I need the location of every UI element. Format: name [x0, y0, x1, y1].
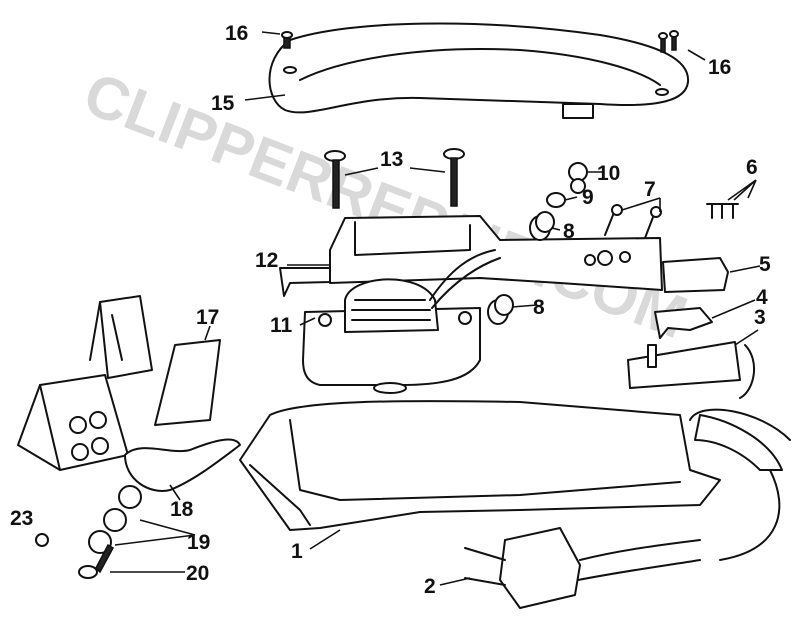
label-23: 23 — [10, 507, 33, 530]
part-13-long-screws — [324, 148, 465, 209]
label-11: 11 — [270, 314, 293, 337]
label-20: 20 — [186, 562, 209, 585]
label-5: 5 — [759, 253, 771, 276]
part-6-small-screws — [706, 203, 739, 219]
part-20-screw — [78, 543, 115, 579]
leader-lines — [110, 31, 761, 586]
label-2: 2 — [424, 575, 436, 598]
label-6: 6 — [746, 156, 758, 179]
label-12: 12 — [255, 249, 278, 272]
label-4: 4 — [756, 286, 768, 309]
part-11-motor — [302, 249, 501, 394]
label-15: 15 — [211, 92, 235, 115]
label-10: 10 — [597, 162, 620, 185]
label-8-lower: 8 — [533, 296, 545, 319]
parts-8-9-10-washers — [487, 162, 588, 325]
part-3-terminal-block — [627, 341, 756, 399]
label-7: 7 — [644, 178, 656, 201]
label-19: 19 — [187, 531, 210, 554]
part-4-switch — [654, 307, 713, 339]
part-5-contact — [662, 257, 729, 293]
part-1-housing — [239, 400, 791, 561]
label-3: 3 — [754, 306, 766, 329]
part-2-plug-cord — [464, 527, 701, 609]
blade-set — [17, 295, 153, 471]
part-18-lever — [124, 438, 241, 492]
part-7-screws — [604, 204, 662, 239]
label-8-upper: 8 — [563, 220, 575, 243]
label-16-right: 16 — [708, 56, 731, 79]
label-17: 17 — [196, 306, 219, 329]
label-16-left: 16 — [225, 22, 248, 45]
part-19-washers — [88, 485, 142, 554]
label-18: 18 — [170, 498, 194, 521]
part-12-frame — [279, 215, 663, 297]
label-13: 13 — [380, 148, 403, 171]
part-17-blade-guide — [154, 339, 221, 426]
part-16-screws — [281, 30, 679, 53]
part-23-nut — [35, 533, 49, 547]
part-15-top-cover — [268, 22, 690, 119]
label-9: 9 — [582, 186, 594, 209]
label-1: 1 — [291, 540, 303, 563]
